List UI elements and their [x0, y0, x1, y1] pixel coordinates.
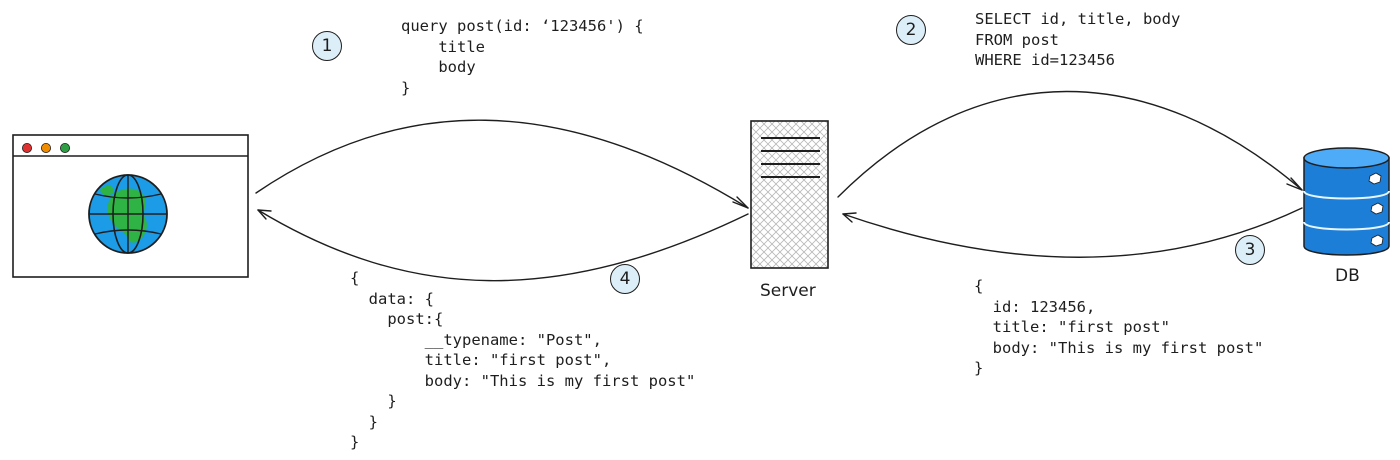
window-minimize-icon	[41, 142, 52, 153]
code-line: title: "first post"	[974, 318, 1170, 336]
code-line: title: "first post",	[350, 351, 612, 369]
code-line: post:{	[350, 310, 444, 328]
code-line: query post(id: ‘123456') {	[401, 17, 644, 35]
code-line: WHERE id=123456	[975, 51, 1115, 69]
browser-window-icon	[12, 134, 249, 278]
code-line: id: 123456,	[974, 297, 1096, 316]
database-icon	[1303, 147, 1390, 256]
step-4-badge: 4	[610, 264, 640, 294]
code-line: title	[401, 37, 485, 56]
server-label: Server	[760, 281, 816, 301]
graphql-response-code: { data: { post:{ __typename: "Post", tit…	[350, 268, 695, 453]
code-line: data: {	[350, 289, 434, 308]
code-line: body	[401, 58, 476, 76]
code-line: }	[401, 78, 411, 97]
code-line: __typename: "Post",	[350, 330, 602, 349]
arrow-server-to-db	[837, 90, 1303, 198]
code-line: {	[974, 277, 984, 295]
db-label: DB	[1335, 266, 1360, 286]
step-1-badge: 1	[312, 31, 342, 61]
code-line: }	[350, 412, 378, 431]
arrow-db-to-server	[842, 207, 1303, 258]
sql-query-code: SELECT id, title, body FROM post WHERE i…	[975, 9, 1180, 71]
code-line: body: "This is my first post"	[350, 371, 696, 390]
globe-icon	[88, 174, 168, 254]
code-line: body: "This is my first post"	[974, 338, 1264, 357]
code-line: }	[974, 359, 984, 377]
arrow-server-to-browser	[257, 209, 749, 282]
step-3-badge: 3	[1235, 235, 1265, 265]
code-line: FROM post	[975, 30, 1059, 49]
server-icon	[750, 120, 829, 269]
arrow-browser-to-server	[255, 119, 749, 209]
db-result-code: { id: 123456, title: "first post" body: …	[974, 276, 1263, 379]
graphql-query-code: query post(id: ‘123456') { title body }	[401, 16, 644, 98]
window-maximize-icon	[60, 142, 71, 153]
code-line: }	[350, 433, 360, 451]
code-line: {	[350, 269, 360, 287]
step-2-badge: 2	[896, 15, 926, 45]
code-line: SELECT id, title, body	[975, 10, 1181, 28]
window-close-icon	[21, 142, 32, 153]
code-line: }	[350, 392, 397, 410]
